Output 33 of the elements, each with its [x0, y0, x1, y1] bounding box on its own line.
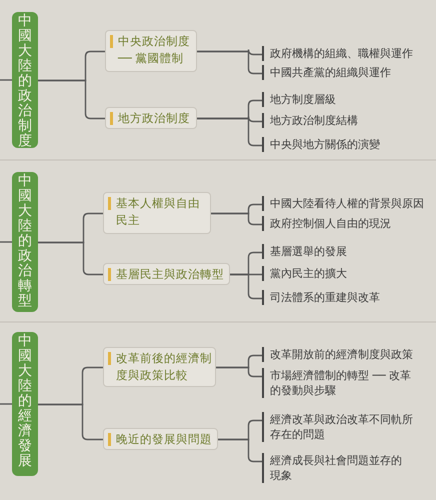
subtopic-item: 政府控制個人自由的現況 [262, 216, 436, 231]
subtopic-item: 司法體系的重建與改革 [262, 290, 436, 305]
subtopic-item: 中國大陸看待人權的背景與原因 [262, 196, 436, 211]
topic-box: 晚近的發展與問題 [103, 428, 218, 450]
subtopic-item: 經濟成長與社會問題並存的現象 [262, 453, 407, 483]
chapter-box: 中國大陸的政治制度 [12, 12, 38, 148]
topic-box: 基層民主與政治轉型 [103, 263, 230, 285]
topic-box: 地方政治制度 [105, 107, 197, 129]
connector-line [38, 80, 105, 120]
connector-line [211, 212, 262, 226]
connector-line [38, 242, 103, 276]
subtopic-item: 基層選舉的發展 [262, 244, 436, 259]
subtopic-item: 中央與地方關係的演變 [262, 137, 436, 152]
connector-line [38, 404, 103, 440]
connector-line [0, 403, 12, 405]
connector-line [0, 79, 12, 81]
subtopic-item: 中國共產黨的組織與運作 [262, 65, 436, 80]
subtopic-item: 改革開放前的經濟制度與政策 [262, 347, 436, 362]
subtopic-item: 黨內民主的擴大 [262, 266, 436, 281]
subtopic-item: 市場經濟體制的轉型 ── 改革的發動與步驟 [262, 368, 422, 398]
chapter-box: 中國大陸的政治轉型 [12, 172, 38, 312]
chapter-box: 中國大陸的經濟發展 [12, 332, 38, 476]
topic-box: 中央政治制度 ── 黨國體制 [105, 30, 197, 72]
subtopic-item: 政府機構的組織、職權與運作 [262, 46, 436, 61]
subtopic-item: 地方政治制度結構 [262, 113, 436, 128]
subtopic-item: 經濟改革與政治改革不同軌所存在的問題 [262, 412, 422, 442]
connector-line [216, 366, 262, 378]
connector-line [197, 118, 262, 146]
topic-box: 基本人權與自由民主 [103, 192, 211, 234]
connector-line [0, 241, 12, 243]
subtopic-item: 地方制度層級 [262, 92, 436, 107]
topic-box: 改革前後的經濟制度與政策比較 [103, 347, 216, 387]
connector-line [197, 50, 262, 74]
